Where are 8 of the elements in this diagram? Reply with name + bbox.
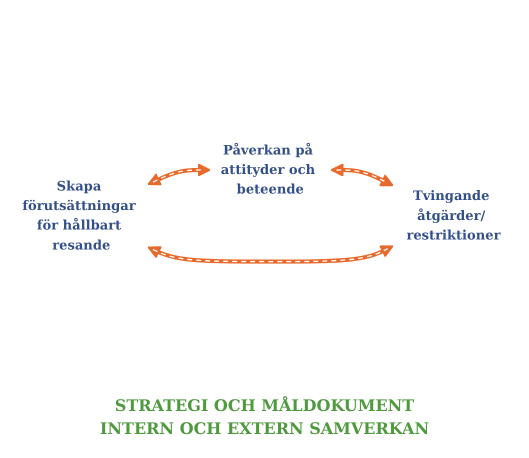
arrow xyxy=(330,163,394,186)
node-text: Skapa förutsättningar för hållbart resande xyxy=(22,178,136,253)
arrow xyxy=(147,245,394,264)
center-label: STRATEGI OCH MÅLDOKUMENT xyxy=(114,395,414,418)
center-label: INTERN OCH EXTERN SAMVERKAN xyxy=(100,418,430,440)
node-text: Påverkan på attityder och beteende xyxy=(220,142,316,197)
node-text: Tvingande åtgärder/ restriktioner xyxy=(406,188,500,243)
arrow xyxy=(147,163,211,186)
